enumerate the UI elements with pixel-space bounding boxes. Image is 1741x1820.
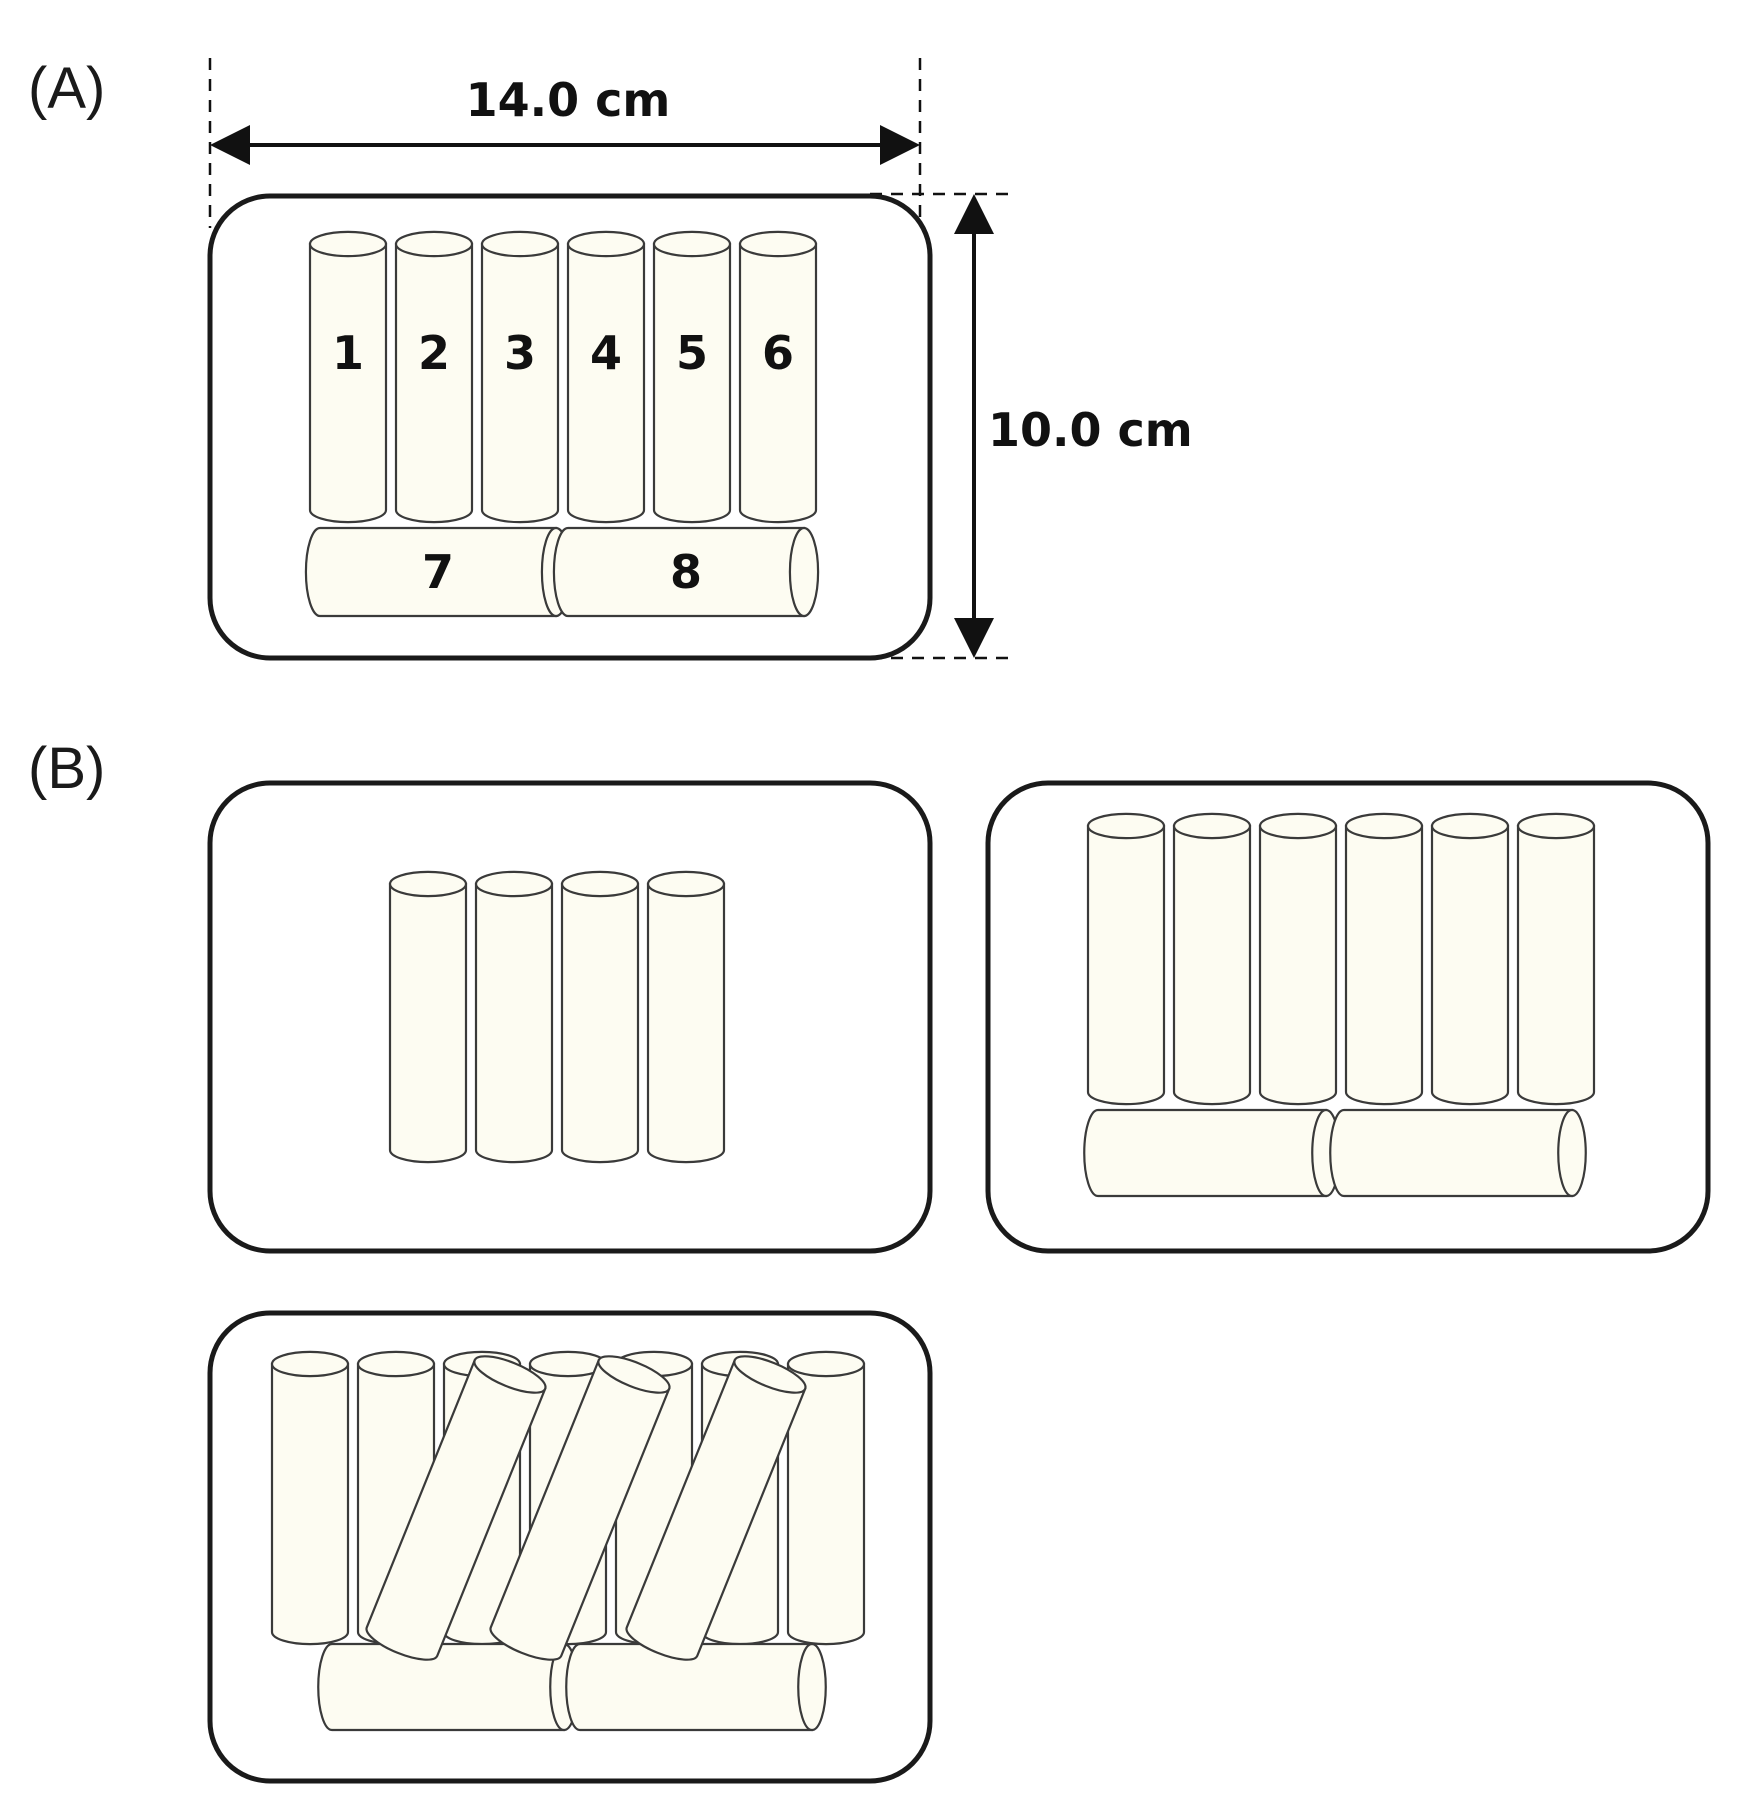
cylinder-body xyxy=(1344,824,1424,1106)
cylinder-body xyxy=(1516,824,1596,1106)
cylinder-body xyxy=(480,242,560,524)
cylinder-number: 6 xyxy=(762,326,794,380)
cylinder-body xyxy=(388,882,468,1164)
cylinder-number: 7 xyxy=(422,545,454,599)
cylinder-body xyxy=(1086,824,1166,1106)
cylinder-top xyxy=(480,230,560,258)
cylinder-top xyxy=(270,1350,350,1378)
cylinder-body xyxy=(1258,824,1338,1106)
cylinder-top xyxy=(1344,812,1424,840)
standing-cylinder xyxy=(1172,812,1252,1106)
cylinder-body xyxy=(489,1358,671,1661)
cylinder-body xyxy=(1329,1108,1574,1198)
cylinder-top xyxy=(1086,812,1166,840)
lying-cylinder xyxy=(565,1642,827,1732)
cylinder-body xyxy=(1430,824,1510,1106)
cylinder-top xyxy=(786,1350,866,1378)
cylinder-top xyxy=(1516,812,1596,840)
panel-a-label: (A) xyxy=(28,56,105,121)
cylinder-body xyxy=(646,882,726,1164)
cylinder-top xyxy=(566,230,646,258)
standing-cylinder xyxy=(270,1350,350,1646)
standing-cylinder xyxy=(1086,812,1166,1106)
cylinder-top xyxy=(738,230,818,258)
cylinder-number: 8 xyxy=(670,545,702,599)
cylinder-top xyxy=(733,1355,807,1394)
cylinder-top xyxy=(473,1355,547,1394)
standing-cylinder xyxy=(1258,812,1338,1106)
tilted-cylinder xyxy=(489,1355,671,1661)
cylinder-group-b2 xyxy=(1083,812,1596,1198)
lying-cylinder xyxy=(1329,1108,1587,1198)
lying-cylinder xyxy=(1083,1108,1341,1198)
cylinder-end xyxy=(788,526,820,618)
cylinder-top xyxy=(474,870,554,898)
cylinder-number: 3 xyxy=(504,326,536,380)
cylinder-body xyxy=(786,1362,866,1646)
cylinder-top xyxy=(1430,812,1510,840)
standing-cylinder xyxy=(560,870,640,1164)
tilted-cylinder xyxy=(365,1355,547,1661)
cylinder-body xyxy=(560,882,640,1164)
standing-cylinder xyxy=(786,1350,866,1646)
cylinder-number: 2 xyxy=(418,326,450,380)
cylinder-body xyxy=(625,1358,807,1661)
cylinder-group-b1 xyxy=(388,870,726,1164)
cylinder-number: 5 xyxy=(676,326,708,380)
height-dimension: 10.0 cm xyxy=(870,192,1193,660)
cylinder-number: 4 xyxy=(590,326,622,380)
cylinder-top xyxy=(560,870,640,898)
lying-cylinder: 8 xyxy=(552,526,820,618)
cylinder-number: 1 xyxy=(332,326,364,380)
cylinder-body xyxy=(308,242,388,524)
cylinder-end xyxy=(797,1642,827,1732)
cylinder-top xyxy=(1172,812,1252,840)
width-label: 14.0 cm xyxy=(466,73,671,127)
width-dimension: 14.0 cm xyxy=(208,58,922,228)
cylinder-group-b3 xyxy=(270,1350,866,1732)
cylinder-body xyxy=(652,242,732,524)
cylinder-top xyxy=(1258,812,1338,840)
cylinder-body xyxy=(394,242,474,524)
cylinder-body xyxy=(1172,824,1252,1106)
cylinder-top xyxy=(646,870,726,898)
standing-cylinder xyxy=(474,870,554,1164)
cylinder-top xyxy=(308,230,388,258)
panel-b-label: (B) xyxy=(28,736,105,801)
cylinder-body xyxy=(317,1642,566,1732)
tilted-cylinder xyxy=(625,1355,807,1661)
cylinder-top xyxy=(652,230,732,258)
standing-cylinder: 3 xyxy=(480,230,560,524)
standing-cylinder xyxy=(1344,812,1424,1106)
cylinder-end xyxy=(1557,1108,1587,1198)
standing-cylinder xyxy=(646,870,726,1164)
height-label: 10.0 cm xyxy=(988,403,1193,457)
cylinder-top xyxy=(356,1350,436,1378)
standing-cylinder xyxy=(1516,812,1596,1106)
standing-cylinder: 5 xyxy=(652,230,732,524)
cylinder-body xyxy=(738,242,818,524)
cylinder-top xyxy=(394,230,474,258)
lying-cylinder: 7 xyxy=(304,526,572,618)
cylinder-top xyxy=(597,1355,671,1394)
cylinder-body xyxy=(566,242,646,524)
standing-cylinder xyxy=(388,870,468,1164)
cylinder-top xyxy=(388,870,468,898)
cylinder-body xyxy=(1083,1108,1328,1198)
cylinder-body xyxy=(304,526,558,618)
standing-cylinder: 6 xyxy=(738,230,818,524)
standing-cylinder: 1 xyxy=(308,230,388,524)
cylinder-body xyxy=(474,882,554,1164)
cylinder-body xyxy=(552,526,806,618)
cylinder-body xyxy=(565,1642,814,1732)
standing-cylinder: 2 xyxy=(394,230,474,524)
standing-cylinder xyxy=(1430,812,1510,1106)
cylinder-body xyxy=(365,1358,547,1661)
standing-cylinder: 4 xyxy=(566,230,646,524)
cylinder-body xyxy=(270,1362,350,1646)
